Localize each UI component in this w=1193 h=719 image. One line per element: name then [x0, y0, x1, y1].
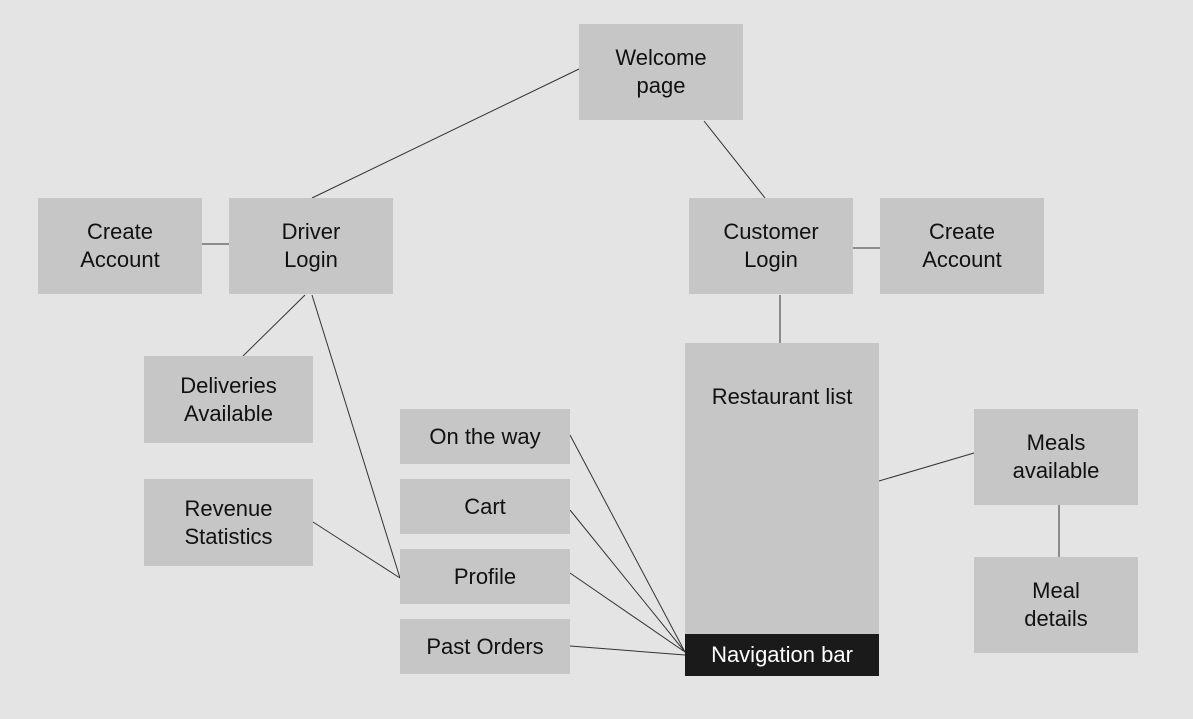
cart-label: Cart	[464, 493, 506, 519]
deliveries-line2: Available	[184, 400, 273, 426]
welcome-node-line1: Welcome	[615, 45, 707, 70]
driver-login-line1: Driver	[281, 219, 341, 244]
customer-login-node: Customer Login	[689, 198, 853, 294]
on-the-way-label: On the way	[429, 423, 541, 449]
customer-login-line2: Login	[744, 247, 798, 272]
customer-create-line1: Create	[928, 219, 996, 244]
link-profile-navbar	[569, 572, 686, 653]
deliveries-line1: Deliveries	[180, 372, 277, 398]
link-restaurant-meals	[878, 452, 975, 482]
revenue-statistics-node: Revenue Statistics	[144, 479, 313, 566]
link-revenue-profile	[312, 521, 401, 579]
meal-details-line2: details	[1024, 606, 1088, 631]
past-orders-node: Past Orders	[400, 619, 570, 674]
revenue-line1: Revenue	[184, 495, 273, 521]
revenue-line2: Statistics	[184, 523, 273, 549]
meals-available-node: Meals available	[974, 409, 1138, 505]
restaurant-list-node: Restaurant list	[685, 343, 879, 634]
link-welcome-driver	[311, 68, 580, 199]
customer-login-line1: Customer	[723, 219, 819, 244]
restaurant-list-label: Restaurant list	[711, 384, 853, 409]
navigation-bar-node: Navigation bar	[685, 634, 879, 676]
driver-login-node: Driver Login	[229, 198, 393, 294]
link-driver-profile	[311, 294, 401, 579]
on-the-way-node: On the way	[400, 409, 570, 464]
cart-node: Cart	[400, 479, 570, 534]
link-driver-deliveries	[242, 294, 306, 357]
link-cart-navbar	[569, 509, 686, 653]
deliveries-available-node: Deliveries Available	[144, 356, 313, 443]
welcome-node-line2: page	[636, 73, 686, 98]
customer-create-line2: Account	[922, 247, 1002, 272]
profile-node: Profile	[400, 549, 570, 604]
past-orders-label: Past Orders	[426, 633, 544, 659]
meal-details-line1: Meal	[1032, 578, 1080, 603]
link-welcome-customer	[703, 120, 766, 199]
link-ontheway-navbar	[569, 434, 686, 653]
profile-label: Profile	[453, 563, 517, 589]
welcome-page-node: Welcome page	[579, 24, 743, 120]
driver-create-account-node: Create Account	[38, 198, 202, 294]
meals-available-line2: available	[1012, 458, 1100, 483]
driver-login-line2: Login	[284, 247, 338, 272]
meal-details-node: Meal details	[974, 557, 1138, 653]
link-pastorders-navbar	[569, 645, 686, 656]
meals-available-line1: Meals	[1026, 430, 1086, 455]
customer-create-account-node: Create Account	[880, 198, 1044, 294]
driver-create-line2: Account	[80, 247, 160, 272]
navigation-bar-label: Navigation bar	[711, 642, 853, 667]
driver-create-line1: Create	[86, 219, 154, 244]
